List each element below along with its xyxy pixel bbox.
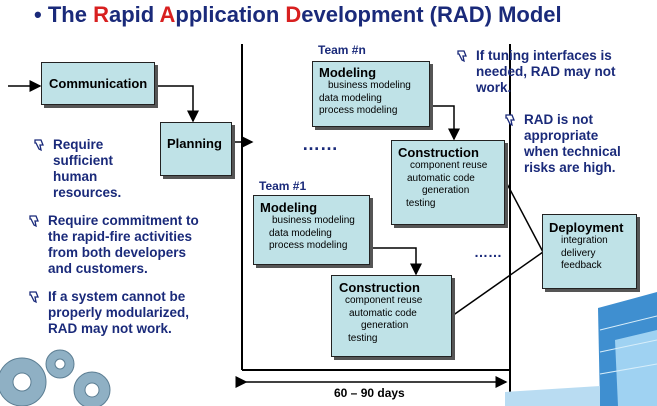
deployment-ellipsis: …… [474, 244, 502, 260]
team-1-modeling-head: Modeling [260, 200, 318, 215]
bullet-line: risks are high. [524, 160, 616, 175]
page-title: • The Rapid Application Development (RAD… [34, 2, 562, 28]
bullet-line: from both developers [48, 245, 187, 260]
team-n-modeling-item: business modeling [328, 80, 411, 91]
gears-decoration [0, 349, 111, 406]
team-n-construction-item: automatic code [407, 172, 475, 184]
team-1-construction-box: Construction component reuse automatic c… [331, 275, 452, 357]
bullet-line: Require commitment to [48, 213, 199, 228]
bullet-line: appropriate [524, 128, 599, 143]
title-p4: pplication [175, 2, 286, 27]
team-n-label: Team #n [318, 43, 366, 57]
team-n-construction-item: component reuse [410, 160, 488, 171]
deployment-item: feedback [561, 260, 602, 271]
title-p6: evelopment (RAD) Model [301, 2, 562, 27]
team-1-modeling-item: data modeling [269, 227, 332, 239]
thumbs-down-icon [27, 290, 41, 308]
team-n-construction-item: generation [422, 185, 470, 196]
team-n-modeling-to-construction-arrow [430, 105, 460, 141]
team-1-construction-item: component reuse [345, 295, 423, 306]
title-p5: D [285, 2, 302, 27]
team-1-construction-item: automatic code [349, 307, 417, 319]
bullet-line: work. [476, 80, 512, 95]
team-n-construction-item: testing [406, 197, 436, 209]
team-n-modeling-box: Modeling business modeling data modeling… [312, 61, 430, 127]
planning-box: Planning [160, 122, 232, 176]
team-n-modeling-head: Modeling [319, 65, 377, 80]
team-n-to-deployment-line [504, 179, 544, 253]
bullet-line: RAD is not [524, 112, 593, 127]
teams-ellipsis: …… [302, 134, 338, 154]
thumbs-down-icon [455, 49, 469, 67]
thumbs-down-icon [503, 113, 517, 131]
bullet-line: If tuning interfaces is [476, 48, 612, 63]
deployment-box: Deployment integration delivery feedback [542, 214, 637, 289]
bullet-line: human [53, 169, 98, 184]
title-bullet: • [34, 2, 42, 27]
team-1-modeling-box: Modeling business modeling data modeling… [253, 195, 370, 265]
title-p2: apid [108, 2, 160, 27]
team-1-construction-item: generation [361, 320, 409, 331]
bullet-line: the rapid-fire activities [48, 229, 193, 244]
bullet-line: when technical [524, 144, 621, 159]
bullet-line: resources. [53, 185, 122, 200]
communication-to-planning-arrow [155, 85, 199, 123]
team-n-modeling-item: data modeling [319, 92, 382, 104]
bullet-line: properly modularized, [48, 305, 190, 320]
team-1-modeling-to-construction-arrow [370, 247, 422, 276]
bullet-technical-risks: RAD is not appropriate when technical ri… [505, 112, 621, 176]
bullet-line: Require [53, 137, 104, 152]
team-1-modeling-item: business modeling [272, 215, 355, 226]
timeline-label: 60 – 90 days [334, 386, 405, 400]
bullet-modularized: If a system cannot be properly modulariz… [29, 289, 190, 337]
team-1-to-deployment-line [451, 251, 544, 317]
bullet-line: RAD may not work. [48, 321, 172, 336]
team-n-construction-head: Construction [398, 145, 479, 160]
communication-box: Communication [41, 62, 155, 105]
planning-label: Planning [167, 136, 222, 151]
bullet-line: If a system cannot be [48, 289, 186, 304]
team-1-construction-head: Construction [339, 280, 420, 295]
deployment-head: Deployment [549, 220, 624, 235]
bullet-line: and customers. [48, 261, 148, 276]
bullet-tuning-interfaces: If tuning interfaces is needed, RAD may … [457, 48, 616, 96]
team-n-modeling-item: process modeling [319, 105, 398, 116]
team-1-label: Team #1 [259, 179, 307, 193]
team-n-construction-box: Construction component reuse automatic c… [391, 140, 505, 225]
building-decoration [505, 292, 657, 406]
bullet-commitment: Require commitment to the rapid-fire act… [29, 213, 199, 277]
team-1-modeling-item: process modeling [269, 240, 348, 251]
title-p3: A [159, 2, 176, 27]
thumbs-down-icon [27, 214, 41, 232]
title-p1: R [93, 2, 109, 27]
bullet-line: needed, RAD may not [476, 64, 616, 79]
title-p0: The [47, 2, 94, 27]
thumbs-down-icon [32, 138, 46, 156]
bullet-human-resources: Require sufficient human resources. [34, 137, 122, 201]
communication-label: Communication [49, 76, 148, 91]
deployment-item: delivery [561, 247, 596, 259]
team-1-construction-item: testing [348, 332, 378, 344]
bullet-line: sufficient [53, 153, 114, 168]
deployment-item: integration [561, 235, 608, 246]
